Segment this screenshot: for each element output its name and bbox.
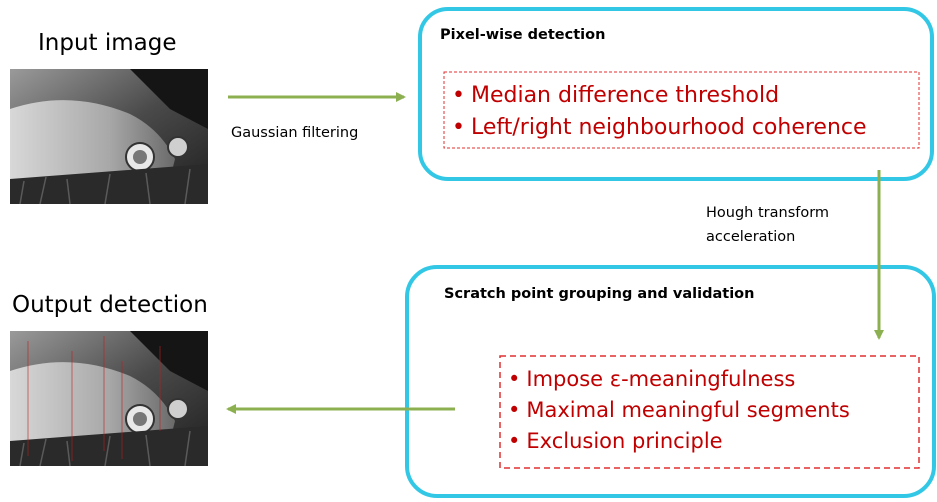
list-item: •Exclusion principle <box>508 429 723 453</box>
list-item: •Median difference threshold <box>452 83 780 108</box>
list-item: •Impose ε-meaningfulness <box>508 367 796 391</box>
list-item: •Maximal meaningful segments <box>508 398 850 422</box>
grouping-box-title: Scratch point grouping and validation <box>444 286 755 302</box>
list-item: •Left/right neighbourhood coherence <box>452 115 867 140</box>
pixel-wise-box-title: Pixel-wise detection <box>440 27 606 43</box>
hough-transform-label-line1: Hough transform <box>706 205 830 221</box>
pixel-wise-bullet-list: •Median difference threshold •Left/right… <box>452 80 867 144</box>
input-image-heading: Input image <box>38 30 177 56</box>
detected-scratches <box>27 336 161 461</box>
hough-transform-label-line2: acceleration <box>706 229 796 245</box>
output-car-image <box>10 331 208 466</box>
output-detection-heading: Output detection <box>12 292 208 318</box>
input-car-image <box>10 69 208 204</box>
grouping-bullet-list: •Impose ε-meaningfulness •Maximal meanin… <box>508 364 850 457</box>
gaussian-filtering-label: Gaussian filtering <box>231 125 359 141</box>
